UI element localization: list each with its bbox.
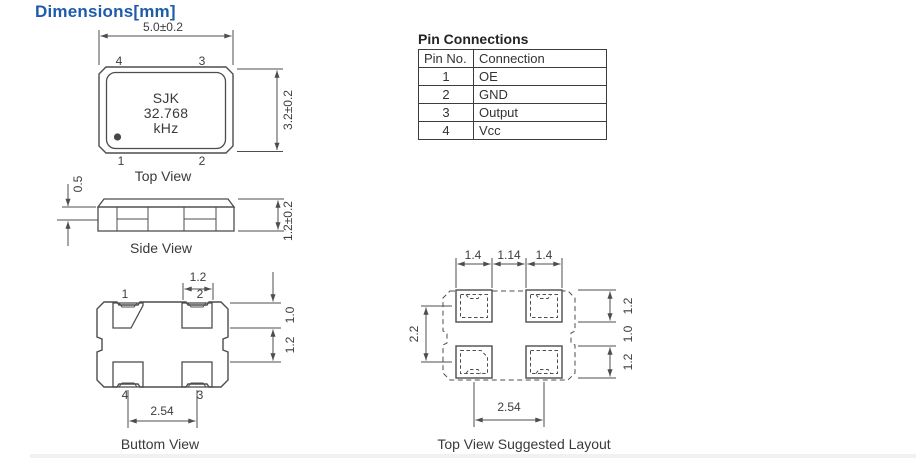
land-pad-tr	[525, 289, 563, 323]
table-header-row: Pin No. Connection	[418, 49, 607, 68]
bottom-view-pad-width-dim: 1.2	[189, 270, 207, 284]
pad-4	[112, 361, 144, 388]
layout-caption: Top View Suggested Layout	[437, 436, 611, 452]
top-view-caption: Top View	[134, 168, 192, 184]
pin-connection: Vcc	[473, 121, 607, 140]
table-row: 1 OE	[418, 67, 607, 86]
top-view-width-dim: 5.0±0.2	[143, 20, 183, 34]
pin-number: 4	[418, 121, 474, 140]
pin-connection: OE	[473, 67, 607, 86]
connection-column-header: Connection	[473, 49, 607, 68]
land-pad-tl	[455, 289, 493, 323]
bottom-view-pin-2: 2	[196, 287, 204, 301]
pad-3	[181, 361, 213, 388]
layout-pad-width-right-dim: 1.4	[535, 248, 553, 262]
bottom-view-pad-height-dim: 1.0	[283, 306, 297, 324]
side-view-lid-dim: 0.5	[71, 175, 85, 193]
layout-vertical-pitch-dim: 2.2	[407, 325, 421, 343]
bottom-view-drawing	[96, 272, 281, 428]
pin-number: 1	[418, 67, 474, 86]
top-view-pin-1: 1	[117, 154, 125, 168]
pin-connection: Output	[473, 103, 607, 122]
bottom-view-pin-3: 3	[196, 388, 204, 402]
pin-no-column-header: Pin No.	[418, 49, 474, 68]
bottom-band	[30, 454, 916, 458]
pin-number: 2	[418, 85, 474, 104]
suggested-layout-drawing	[421, 258, 616, 427]
pin1-dot	[113, 133, 122, 141]
pin-connection: GND	[473, 85, 607, 104]
side-view-caption: Side View	[129, 240, 193, 256]
land-pad-br	[525, 345, 563, 379]
top-view-height-dim: 3.2±0.2	[281, 90, 295, 130]
chip-marking-line3: kHz	[153, 120, 179, 136]
page-title: Dimensions[mm]	[35, 2, 176, 21]
top-view-drawing	[98, 30, 283, 154]
layout-pad-width-left-dim: 1.4	[464, 248, 482, 262]
layout-row-gap-dim: 1.0	[621, 325, 635, 343]
bottom-body-outline	[96, 301, 229, 388]
top-view-pin-2: 2	[198, 154, 206, 168]
layout-col-gap-dim: 1.14	[497, 248, 521, 262]
bottom-view-caption: Buttom View	[120, 436, 200, 452]
side-view-drawing	[57, 184, 284, 246]
chip-marking-line2: 32.768	[143, 105, 189, 121]
bottom-view-pin-1: 1	[121, 287, 129, 301]
side-lid	[96, 198, 236, 208]
layout-pad-height-bottom-dim: 1.2	[621, 353, 635, 371]
chip-marking-line1: SJK	[152, 90, 180, 106]
bottom-view-pad-gap-dim: 1.2	[283, 336, 297, 354]
pin-number: 3	[418, 103, 474, 122]
pin-connections-table: Pin No. Connection 1 OE 2 GND 3 Output 4…	[418, 49, 607, 140]
side-body	[97, 206, 235, 232]
bottom-view-pin-4: 4	[121, 388, 129, 402]
side-view-height-dim: 1.2±0.2	[281, 201, 295, 241]
table-row: 3 Output	[418, 103, 607, 122]
pad-1	[112, 302, 144, 329]
package-outline	[98, 66, 234, 154]
pad-2	[181, 302, 213, 329]
table-row: 4 Vcc	[418, 121, 607, 140]
top-view-pin-4: 4	[115, 54, 123, 68]
top-view-pin-3: 3	[198, 54, 206, 68]
layout-pad-height-top-dim: 1.2	[621, 297, 635, 315]
layout-pitch-dim: 2.54	[497, 400, 521, 414]
land-pad-bl	[455, 345, 493, 379]
table-row: 2 GND	[418, 85, 607, 104]
bottom-view-pitch-dim: 2.54	[150, 404, 174, 418]
package-lid	[105, 71, 227, 150]
pin-connections-heading: Pin Connections	[418, 31, 529, 47]
